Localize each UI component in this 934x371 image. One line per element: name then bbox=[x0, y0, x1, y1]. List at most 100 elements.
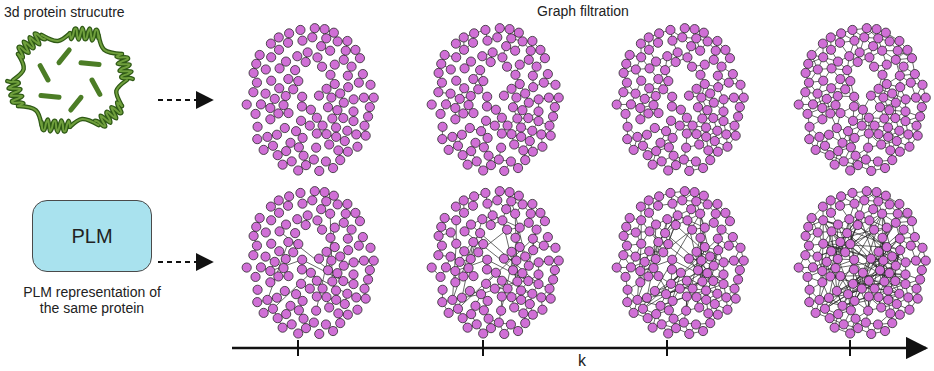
graph-vertex bbox=[287, 157, 296, 166]
graph-vertex bbox=[521, 252, 530, 261]
protein-helix bbox=[70, 28, 98, 40]
graph-vertex bbox=[486, 161, 495, 170]
graph-vertex bbox=[298, 36, 307, 45]
graph-vertex bbox=[242, 263, 251, 272]
graph-vertex bbox=[301, 57, 310, 66]
graph-vertex bbox=[256, 263, 265, 272]
graph-vertex bbox=[333, 200, 342, 209]
protein-helix-highlight bbox=[18, 34, 45, 58]
dashed-arrow bbox=[158, 99, 212, 101]
graph-vertex bbox=[366, 80, 375, 89]
graph-vertex bbox=[643, 151, 652, 160]
graph-vertex bbox=[448, 132, 457, 141]
graph-vertex bbox=[252, 241, 261, 250]
graph-vertex bbox=[446, 65, 455, 74]
graph-vertex bbox=[294, 143, 303, 152]
graph-vertex bbox=[326, 233, 335, 242]
graph-vertex bbox=[519, 309, 528, 318]
graph-vertex bbox=[481, 279, 490, 288]
graph-vertex bbox=[344, 246, 353, 255]
graph-vertex bbox=[252, 78, 261, 87]
graph-vertex bbox=[896, 83, 905, 92]
graph-vertex bbox=[278, 323, 287, 332]
graph-vertex bbox=[339, 98, 348, 107]
graph-vertex bbox=[452, 216, 461, 225]
graph-vertex bbox=[446, 89, 455, 98]
graph-vertex bbox=[903, 45, 912, 54]
graph-vertex bbox=[518, 37, 527, 46]
graph-vertex bbox=[360, 121, 369, 130]
graph-vertex bbox=[361, 131, 370, 140]
graph-vertex bbox=[545, 284, 554, 293]
graph-vertex bbox=[505, 25, 514, 34]
graph-vertex bbox=[326, 46, 335, 55]
graph-vertex bbox=[471, 138, 480, 147]
graph-vertex bbox=[252, 59, 261, 68]
graph-vertex bbox=[286, 301, 295, 310]
graph-vertex bbox=[467, 146, 476, 155]
graph-vertex bbox=[711, 46, 720, 55]
graph-vertex bbox=[822, 94, 831, 103]
graph-vertex bbox=[843, 66, 852, 75]
protein-strand bbox=[40, 66, 48, 80]
graph-vertex bbox=[517, 295, 526, 304]
graph-vertex bbox=[680, 24, 689, 33]
graph-vertex bbox=[312, 129, 321, 138]
graph-vertex bbox=[719, 116, 728, 125]
graph-vertex bbox=[855, 48, 864, 57]
graph-panel bbox=[242, 187, 378, 339]
graph-vertex bbox=[283, 38, 292, 47]
graph-vertex bbox=[853, 161, 862, 170]
graph-vertex bbox=[259, 308, 268, 317]
graph-vertex bbox=[882, 60, 891, 69]
graph-vertex bbox=[308, 33, 317, 42]
graph-vertex bbox=[434, 88, 443, 97]
graph-vertex bbox=[482, 265, 491, 274]
protein-helix bbox=[7, 81, 23, 106]
graph-vertex bbox=[343, 36, 352, 45]
graph-vertex bbox=[328, 277, 337, 286]
graph-vertex bbox=[266, 266, 275, 275]
graph-vertex bbox=[536, 45, 545, 54]
graph-vertex bbox=[355, 217, 364, 226]
graph-vertex bbox=[347, 225, 356, 234]
graph-vertex bbox=[498, 216, 507, 225]
graph-vertex bbox=[294, 329, 303, 338]
graph-vertex bbox=[438, 122, 447, 131]
graph-vertex bbox=[490, 121, 499, 130]
graph-vertex bbox=[511, 233, 520, 242]
graph-vertex bbox=[866, 91, 875, 100]
graph-vertex bbox=[850, 92, 859, 101]
graph-vertex bbox=[321, 320, 330, 329]
graph-vertex bbox=[534, 270, 543, 279]
protein-helix bbox=[70, 119, 99, 127]
graph-vertex bbox=[451, 115, 460, 124]
graph-vertex bbox=[452, 239, 461, 248]
graph-vertex bbox=[699, 28, 708, 37]
graph-vertex bbox=[448, 295, 457, 304]
graph-vertex bbox=[709, 55, 718, 64]
graph-vertex bbox=[612, 100, 621, 109]
graph-vertex bbox=[626, 100, 635, 109]
graph-vertex bbox=[664, 143, 673, 152]
graph-vertex bbox=[518, 269, 527, 278]
protein-helix bbox=[42, 120, 70, 132]
graph-vertex bbox=[638, 141, 647, 150]
graph-vertex bbox=[675, 121, 684, 130]
graph-vertex bbox=[873, 157, 882, 166]
graph-vertex bbox=[519, 146, 528, 155]
graph-vertex bbox=[532, 225, 541, 234]
graph-vertex bbox=[267, 76, 276, 85]
graph-vertex bbox=[328, 114, 337, 123]
graph-vertex bbox=[285, 29, 294, 38]
graph-vertex bbox=[274, 196, 283, 205]
graph-vertex bbox=[289, 85, 298, 94]
graph-vertex bbox=[695, 140, 704, 149]
graph-vertex bbox=[554, 93, 563, 102]
graph-vertex bbox=[313, 216, 322, 225]
graph-vertex bbox=[524, 218, 533, 227]
graph-vertex bbox=[481, 188, 490, 197]
graph-vertex bbox=[515, 79, 524, 88]
dashed-arrow bbox=[158, 261, 212, 263]
graph-vertex bbox=[872, 25, 881, 34]
